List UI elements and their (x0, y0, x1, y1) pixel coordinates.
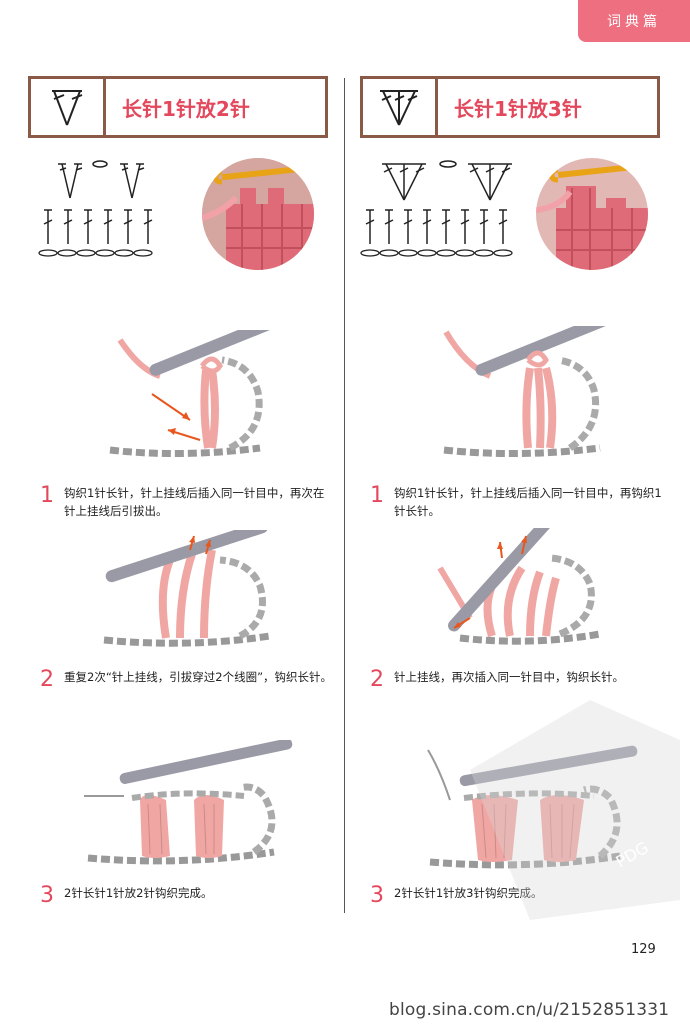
right-swatch-photo (536, 158, 648, 270)
right-title-box: 长针1针放3针 (360, 76, 660, 138)
step-number: 2 (40, 667, 54, 692)
left-swatch-photo (202, 158, 314, 270)
step-text: 针上挂线，再次插入同一针目中，钩织长针。 (394, 670, 624, 684)
left-step-2: 2 重复2次“针上挂线，引拔穿过2个线圈”，钩织长针。 (40, 668, 334, 692)
inc2-symbol-icon (31, 79, 106, 135)
right-title: 长针1针放3针 (454, 96, 582, 121)
right-step-3: 3 2针长针1针放3针钩织完成。 (370, 884, 664, 908)
right-step-1: 1 钩织1针长针，针上挂线后插入同一针目中，再钩织1针长针。 (370, 484, 664, 520)
left-title: 长针1针放2针 (122, 96, 250, 121)
step-number: 1 (370, 483, 384, 508)
library-stamp-watermark: PDG (470, 700, 680, 920)
step-text: 钩织1针长针，针上挂线后插入同一针目中，再钩织1针长针。 (394, 486, 662, 518)
step-text: 2针长针1针放3针钩织完成。 (394, 886, 543, 900)
right-stitch-chart (360, 160, 513, 257)
left-stitch-chart (38, 160, 153, 257)
inc3-symbol-icon (363, 79, 438, 135)
section-tab: 词典篇 (578, 0, 690, 42)
step-text: 重复2次“针上挂线，引拔穿过2个线圈”，钩织长针。 (64, 670, 333, 684)
right-step-2: 2 针上挂线，再次插入同一针目中，钩织长针。 (370, 668, 664, 692)
step-text: 2针长针1针放2针钩织完成。 (64, 886, 213, 900)
right-step3-illustration (427, 745, 638, 869)
step-number: 1 (40, 483, 54, 508)
blog-watermark: blog.sina.com.cn/u/2152851331 (389, 1000, 670, 1020)
right-column: 长针1针放3针 (360, 76, 660, 280)
left-chart-area (28, 158, 328, 280)
step-number: 3 (40, 883, 54, 908)
right-chart-area (360, 158, 660, 280)
left-step1-illustration (109, 330, 281, 458)
step-number: 2 (370, 667, 384, 692)
step-text: 钩织1针长针，针上挂线后插入同一针目中，再次在针上挂线后引拔出。 (64, 486, 325, 518)
column-divider (344, 78, 345, 913)
left-step-1: 1 钩织1针长针，针上挂线后插入同一针目中，再次在针上挂线后引拔出。 (40, 484, 334, 520)
left-step2-illustration (103, 530, 271, 647)
page-number: 129 (631, 942, 656, 957)
right-step1-illustration (443, 326, 614, 458)
left-step3-illustration (84, 740, 293, 865)
left-step-3: 3 2针长针1针放2针钩织完成。 (40, 884, 334, 908)
step-number: 3 (370, 883, 384, 908)
left-column: 长针1针放2针 (28, 76, 328, 280)
left-title-box: 长针1针放2针 (28, 76, 328, 138)
right-step2-illustration (437, 528, 601, 645)
